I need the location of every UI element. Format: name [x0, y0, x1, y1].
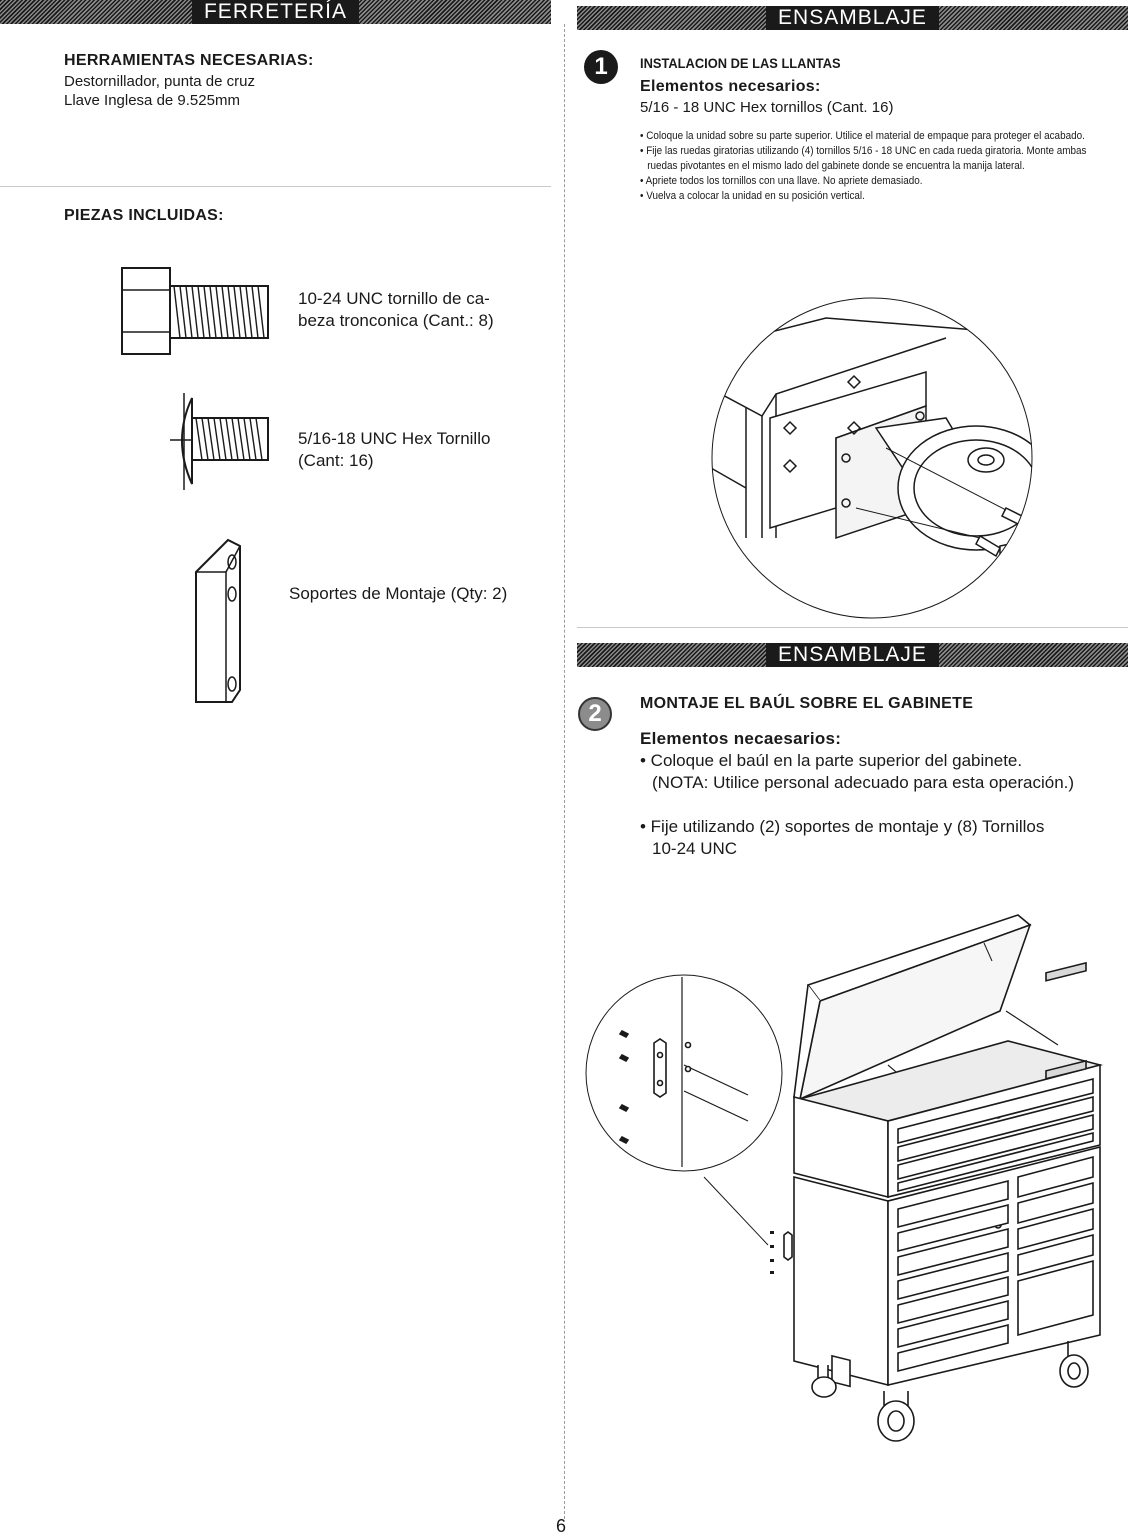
step1-bullet-3: • Apriete todos los tornillos con una ll…	[640, 175, 923, 187]
step2-bullet-1-line-2: (NOTA: Utilice personal adecuado para es…	[652, 773, 1075, 792]
step2-banner-label: ENSAMBLAJE	[766, 643, 939, 667]
step-1-number-badge: 1	[584, 50, 618, 84]
ferreteria-banner: FERRETERÍA	[0, 0, 551, 24]
tool-item-2: Llave Inglesa de 9.525mm	[64, 92, 240, 109]
step2-subtitle: Elementos necaesarios:	[640, 729, 842, 748]
step1-items: 5/16 - 18 UNC Hex tornillos (Cant. 16)	[640, 99, 894, 116]
column-divider	[564, 24, 565, 1519]
part-1-label: 10-24 UNC tornillo de ca- beza tronconic…	[298, 289, 494, 330]
parts-title: PIEZAS INCLUIDAS:	[64, 207, 224, 224]
part-3-label: Soportes de Montaje (Qty: 2)	[289, 584, 508, 603]
tool-item-1: Destornillador, punta de cruz	[64, 73, 255, 90]
ferreteria-banner-label: FERRETERÍA	[191, 0, 359, 24]
step1-subtitle: Elementos necesarios:	[640, 78, 821, 95]
step1-banner-label: ENSAMBLAJE	[766, 6, 939, 30]
hex-bolt-icon	[121, 267, 269, 355]
page-number: 6	[556, 1516, 567, 1536]
step2-banner: ENSAMBLAJE	[577, 643, 1128, 667]
part-2-label: 5/16-18 UNC Hex Tornillo (Cant: 16)	[298, 429, 491, 470]
step2-bullet-1-line-1: • Coloque el baúl en la parte superior d…	[640, 751, 1023, 770]
tools-title: HERRAMIENTAS NECESARIAS:	[64, 52, 314, 69]
caster-installation-illustration	[711, 297, 1033, 619]
truss-screw-icon	[170, 393, 269, 490]
step2-bullet-2-line-1: • Fije utilizando (2) soportes de montaj…	[640, 817, 1045, 836]
left-divider	[0, 186, 551, 187]
mounting-bracket-icon	[195, 538, 241, 703]
step1-bullet-4: • Vuelva a colocar la unidad en su posic…	[640, 190, 865, 202]
right-divider	[577, 627, 1128, 628]
step1-bullet-2: • Fije las ruedas giratorias utilizando …	[640, 145, 1087, 172]
step-2-number-badge: 2	[578, 697, 612, 731]
step1-instructions: • Coloque la unidad sobre su parte super…	[640, 129, 1108, 204]
step1-banner: ENSAMBLAJE	[577, 6, 1128, 30]
step1-bullet-1: • Coloque la unidad sobre su parte super…	[640, 130, 1085, 142]
tool-chest-illustration	[585, 914, 1104, 1442]
step2-title: MONTAJE EL BAÚL SOBRE EL GABINETE	[640, 695, 974, 712]
step2-bullet-2-line-2: 10-24 UNC	[652, 839, 738, 858]
step1-title: INSTALACION DE LAS LLANTAS	[640, 55, 841, 71]
step2-instructions: • Coloque el baúl en la parte superior d…	[640, 750, 1120, 860]
